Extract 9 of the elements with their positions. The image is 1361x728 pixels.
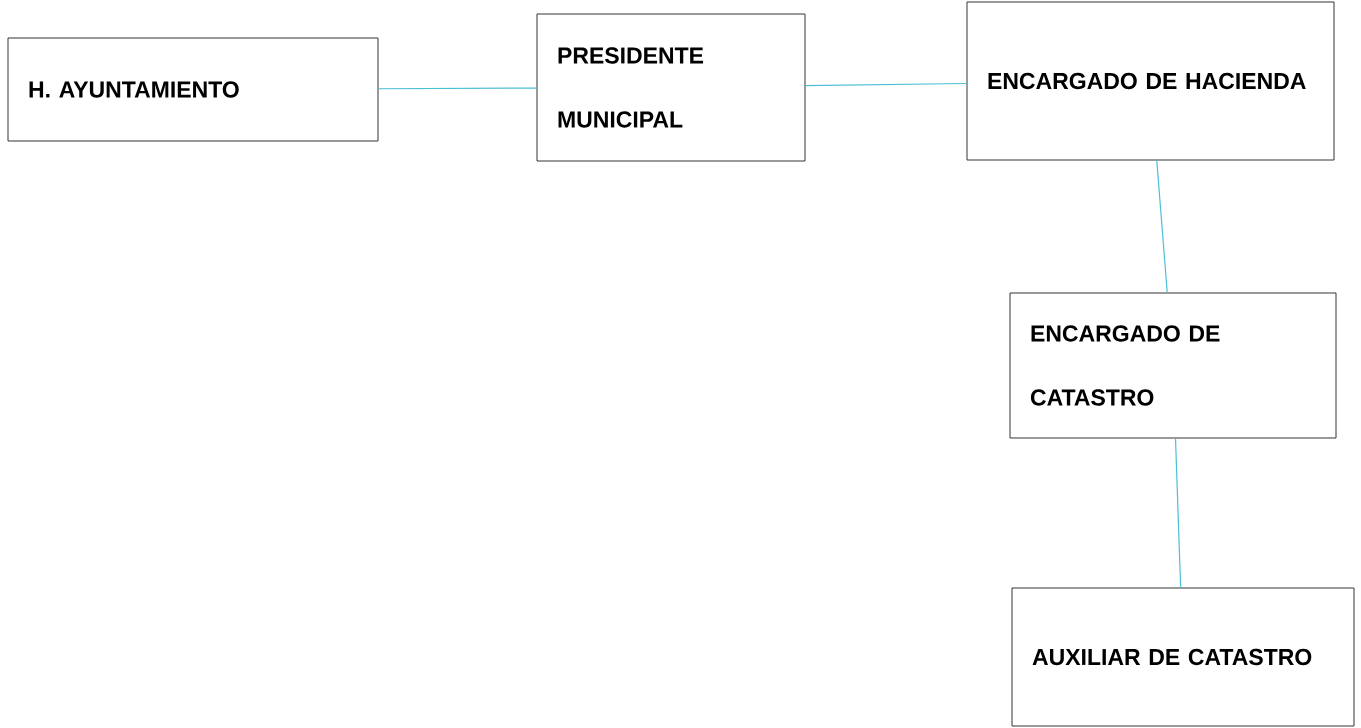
connector-line	[1174, 437, 1182, 589]
connector-line	[804, 82, 968, 87]
connector-line	[377, 87, 538, 90]
org-box: H. AYUNTAMIENTO	[7, 37, 379, 142]
org-box: PRESIDENTE MUNICIPAL	[536, 13, 806, 162]
org-box: ENCARGADO DE CATASTRO	[1009, 292, 1337, 439]
org-box: ENCARGADO DE HACIENDA	[966, 1, 1335, 161]
connector-line	[1156, 159, 1168, 294]
org-box: AUXILIAR DE CATASTRO	[1011, 587, 1355, 727]
